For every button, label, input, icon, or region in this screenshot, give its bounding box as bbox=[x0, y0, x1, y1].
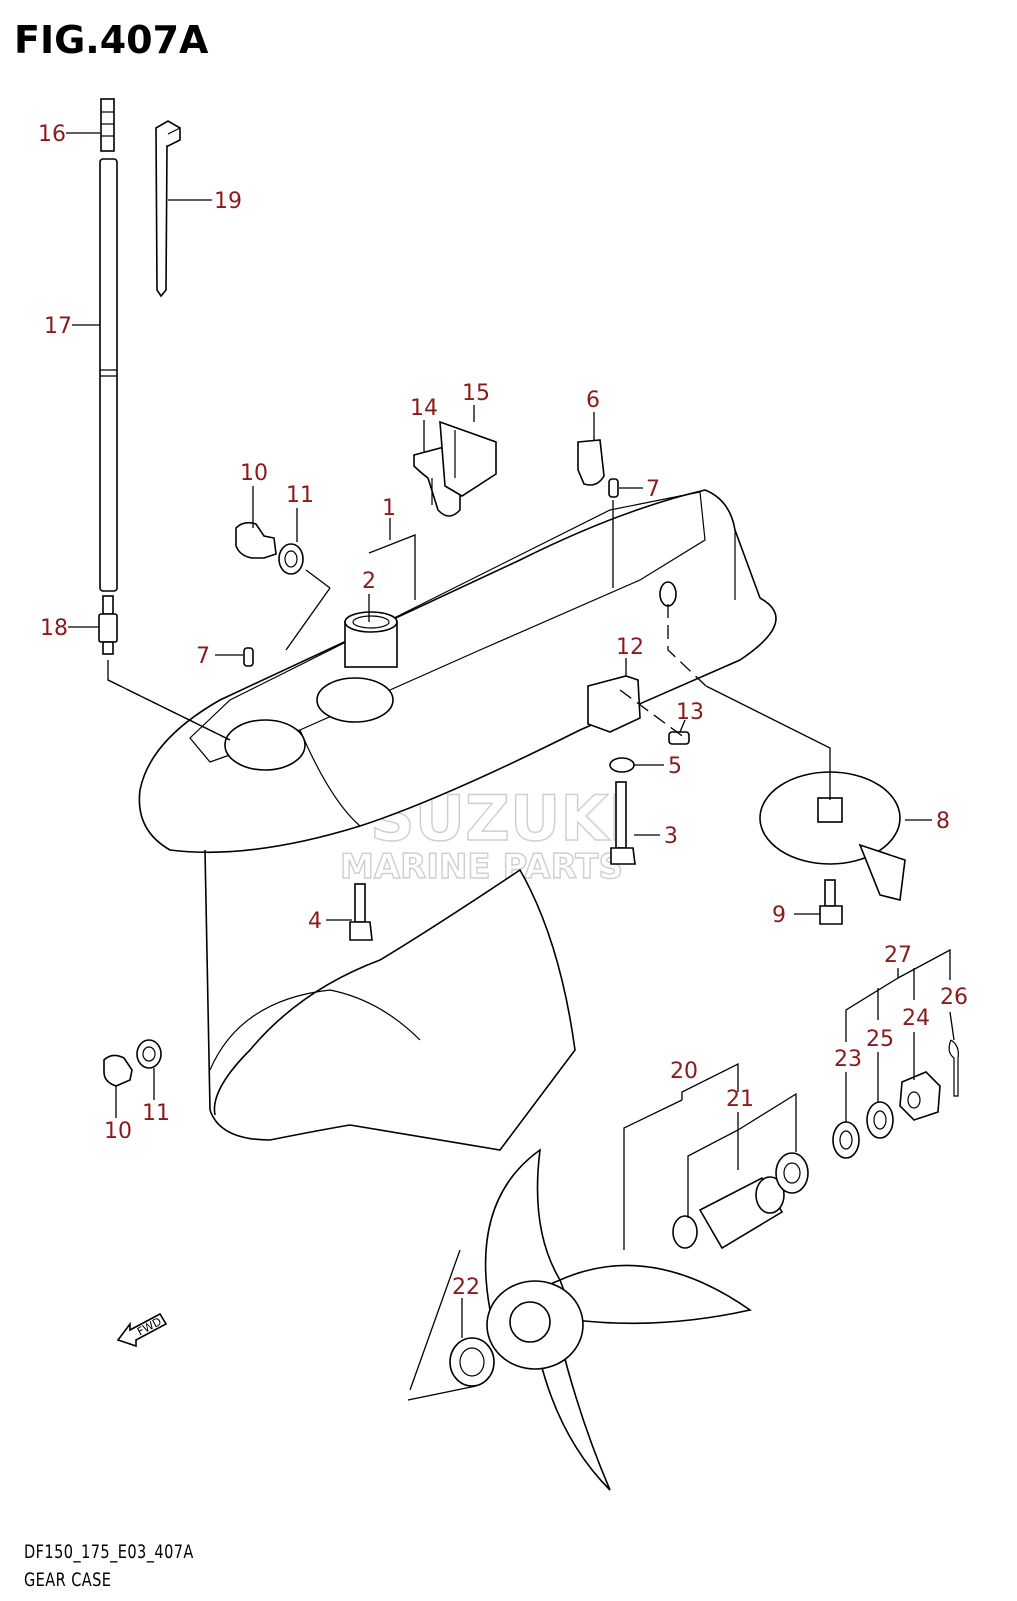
part-18-driveshaft-end[interactable] bbox=[98, 595, 118, 655]
callout-10-upper: 10 bbox=[240, 461, 268, 486]
callout-7-upper: 7 bbox=[646, 477, 660, 502]
part-26-cotter-pin[interactable] bbox=[948, 1039, 959, 1097]
part-12-bracket[interactable] bbox=[587, 675, 641, 733]
part-9-bolt[interactable] bbox=[819, 879, 843, 925]
part-13-screw[interactable] bbox=[668, 731, 690, 745]
part-11-gasket-upper[interactable] bbox=[278, 543, 304, 575]
callout-13: 13 bbox=[676, 700, 704, 725]
part-4-bolt[interactable] bbox=[349, 883, 373, 941]
part-10-plug-upper[interactable] bbox=[235, 521, 277, 559]
callout-20: 20 bbox=[670, 1059, 698, 1084]
part-23-washer[interactable] bbox=[832, 1121, 860, 1159]
callout-2: 2 bbox=[362, 569, 376, 594]
part-11-gasket-lower[interactable] bbox=[136, 1039, 162, 1069]
callout-9: 9 bbox=[772, 903, 786, 928]
dashed-guides bbox=[107, 574, 707, 741]
callout-15: 15 bbox=[462, 381, 490, 406]
callout-24: 24 bbox=[902, 1006, 930, 1031]
part-8-trim-tab[interactable] bbox=[759, 771, 906, 901]
part-20-propeller[interactable] bbox=[484, 1148, 752, 1491]
part-22-thrust-washer[interactable] bbox=[449, 1337, 495, 1387]
callout-26: 26 bbox=[940, 985, 968, 1010]
callout-12: 12 bbox=[616, 635, 644, 660]
callout-4: 4 bbox=[308, 909, 322, 934]
part-5-washer[interactable] bbox=[609, 757, 635, 773]
figure-code: DF150_175_E03_407A bbox=[24, 1541, 194, 1563]
figure-name: GEAR CASE bbox=[24, 1569, 112, 1591]
gear-case-side-port bbox=[659, 581, 677, 607]
callout-labels: 16 19 17 18 10 11 7 1 2 14 15 6 7 12 13 … bbox=[38, 122, 968, 1300]
fwd-arrow-icon: FWD bbox=[116, 1312, 168, 1348]
callout-6: 6 bbox=[586, 388, 600, 413]
part-7-dowel-pin-lower[interactable] bbox=[243, 647, 254, 667]
callout-11-upper: 11 bbox=[286, 483, 314, 508]
fwd-label: FWD bbox=[135, 1315, 164, 1339]
figure-title: FIG.407A bbox=[14, 18, 209, 62]
part-3-bolt[interactable] bbox=[610, 781, 636, 865]
callout-27: 27 bbox=[884, 943, 912, 968]
callout-7-lower: 7 bbox=[196, 644, 210, 669]
callout-19: 19 bbox=[214, 189, 242, 214]
part-25-washer[interactable] bbox=[866, 1101, 894, 1139]
callout-21: 21 bbox=[726, 1087, 754, 1112]
callout-22: 22 bbox=[452, 1275, 480, 1300]
callout-25: 25 bbox=[866, 1027, 894, 1052]
callout-5: 5 bbox=[668, 754, 682, 779]
part-16-driveshaft-spline[interactable] bbox=[100, 98, 115, 152]
part-2-bushing[interactable] bbox=[344, 611, 398, 668]
callout-3: 3 bbox=[664, 824, 678, 849]
part-17-driveshaft[interactable] bbox=[99, 158, 118, 592]
callout-1: 1 bbox=[382, 496, 396, 521]
part-10-plug-lower[interactable] bbox=[103, 1054, 133, 1087]
callout-11-lower: 11 bbox=[142, 1101, 170, 1126]
part-24-nut[interactable] bbox=[899, 1071, 941, 1121]
callout-17: 17 bbox=[44, 314, 72, 339]
callout-18: 18 bbox=[40, 616, 68, 641]
watermark-line2: MARINE PARTS bbox=[340, 847, 623, 887]
part-19-cable-tie[interactable] bbox=[155, 120, 181, 298]
leader-lines bbox=[66, 132, 955, 1401]
callout-23: 23 bbox=[834, 1047, 862, 1072]
part-21-spacer[interactable] bbox=[672, 1152, 809, 1250]
callout-8: 8 bbox=[936, 809, 950, 834]
callout-14: 14 bbox=[410, 396, 438, 421]
callout-10-lower: 10 bbox=[104, 1119, 132, 1144]
part-7-dowel-pin-upper[interactable] bbox=[608, 478, 619, 498]
callout-16: 16 bbox=[38, 122, 66, 147]
part-6-anode[interactable] bbox=[577, 439, 605, 486]
part-15-cover[interactable] bbox=[439, 420, 497, 497]
part-1-gear-case[interactable] bbox=[138, 489, 777, 1151]
